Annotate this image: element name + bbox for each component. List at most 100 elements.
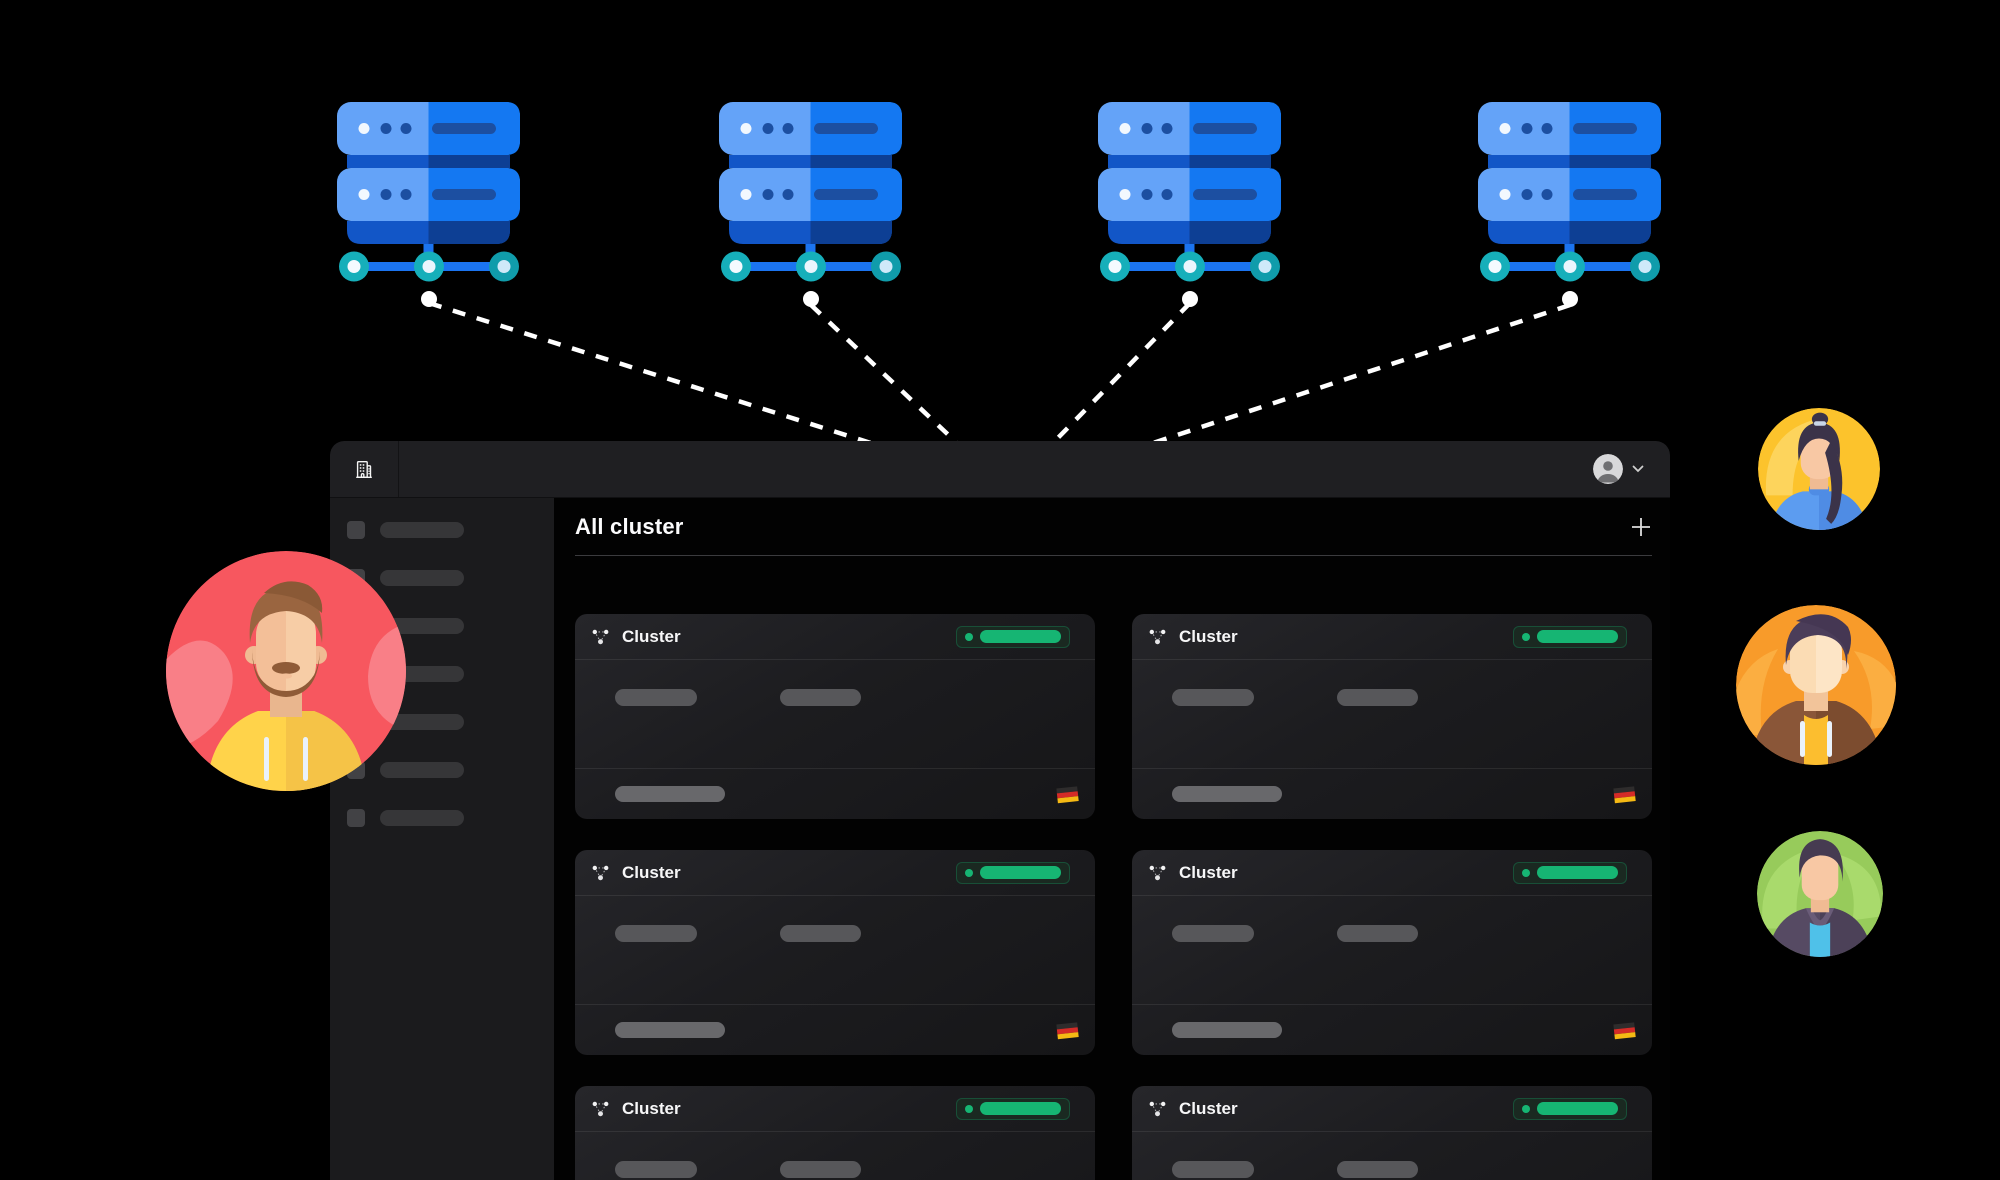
skeleton-line — [780, 1161, 861, 1178]
cluster-card-header: Cluster — [1132, 614, 1652, 660]
cluster-card-body — [1132, 896, 1652, 1004]
sidebar — [330, 498, 554, 1180]
status-dot — [1522, 1104, 1530, 1113]
cluster-card-body — [575, 1132, 1095, 1180]
status-badge — [956, 1097, 1070, 1120]
cluster-card[interactable]: Cluster — [1132, 1086, 1652, 1180]
sidebar-item-label-placeholder — [380, 762, 464, 778]
skeleton-line — [615, 689, 697, 706]
cluster-card[interactable]: Cluster — [575, 850, 1095, 1055]
server-rack-illustration — [1098, 102, 1281, 307]
skeleton-line — [615, 786, 725, 802]
user-menu-button[interactable] — [1593, 454, 1644, 484]
cluster-card-body — [1132, 1132, 1652, 1180]
status-dot — [965, 1104, 973, 1113]
cluster-card-title: Cluster — [622, 626, 681, 646]
person-avatar-icon — [1593, 454, 1623, 484]
skeleton-line — [1172, 689, 1254, 706]
status-badge — [956, 861, 1070, 884]
add-cluster-button[interactable] — [1630, 516, 1652, 538]
cluster-card-body — [575, 660, 1095, 768]
skeleton-line — [615, 925, 697, 942]
sidebar-item-label-placeholder — [380, 522, 464, 538]
sidebar-item-skeleton[interactable] — [347, 809, 554, 827]
cluster-icon — [1149, 629, 1166, 645]
server-rack-illustration — [337, 102, 520, 307]
server-rack-illustration — [1478, 102, 1661, 307]
cluster-card-title: Cluster — [622, 862, 681, 882]
sidebar-item-icon-placeholder — [347, 521, 365, 539]
skeleton-line — [1172, 1161, 1254, 1178]
cluster-card-header: Cluster — [575, 1086, 1095, 1132]
cluster-icon — [592, 865, 609, 881]
dashboard-window: All cluster Cluster — [330, 441, 1670, 1180]
cluster-card-header: Cluster — [1132, 850, 1652, 896]
page-header: All cluster — [575, 498, 1652, 556]
cluster-card-footer — [1132, 768, 1652, 819]
germany-flag-icon — [1056, 785, 1079, 803]
cluster-icon — [592, 629, 609, 645]
cluster-card-footer — [575, 768, 1095, 819]
cluster-card[interactable]: Cluster — [1132, 614, 1652, 819]
status-badge — [1513, 861, 1627, 884]
cluster-card-title: Cluster — [1179, 1098, 1238, 1118]
cluster-card-header: Cluster — [575, 850, 1095, 896]
user-avatar-illustration — [1758, 408, 1880, 530]
user-avatar-illustration — [1757, 831, 1883, 957]
building-icon — [356, 460, 372, 478]
page-title: All cluster — [575, 513, 684, 539]
cluster-card-title: Cluster — [622, 1098, 681, 1118]
cluster-card-body — [575, 896, 1095, 1004]
skeleton-line — [1337, 689, 1418, 706]
dashboard-topbar — [330, 441, 1670, 498]
cluster-card-title: Cluster — [1179, 862, 1238, 882]
status-value-skeleton — [980, 866, 1061, 879]
status-dot — [1522, 868, 1530, 877]
skeleton-line — [1172, 1022, 1282, 1038]
cluster-card[interactable]: Cluster — [575, 614, 1095, 819]
sidebar-item-label-placeholder — [380, 810, 464, 826]
org-logo-button[interactable] — [330, 441, 399, 497]
status-badge — [1513, 625, 1627, 648]
window-body: All cluster Cluster — [330, 498, 1670, 1180]
server-rack-illustration — [719, 102, 902, 307]
sidebar-item-skeleton[interactable] — [347, 521, 554, 539]
skeleton-line — [1172, 786, 1282, 802]
sidebar-item-label-placeholder — [380, 618, 464, 634]
status-dot — [965, 632, 973, 641]
germany-flag-icon — [1613, 1021, 1636, 1039]
cluster-icon — [1149, 1101, 1166, 1117]
cluster-card-header: Cluster — [1132, 1086, 1652, 1132]
skeleton-line — [1337, 1161, 1418, 1178]
status-value-skeleton — [980, 1102, 1061, 1115]
skeleton-line — [1172, 925, 1254, 942]
cluster-card[interactable]: Cluster — [1132, 850, 1652, 1055]
cluster-grid: Cluster — [575, 614, 1652, 1180]
status-dot — [1522, 632, 1530, 641]
developer-avatar-illustration — [166, 551, 406, 791]
user-avatar-illustration — [1736, 605, 1896, 765]
chevron-down-icon — [1632, 465, 1644, 473]
skeleton-line — [780, 689, 861, 706]
status-value-skeleton — [1537, 630, 1618, 643]
cluster-icon — [592, 1101, 609, 1117]
cluster-card[interactable]: Cluster — [575, 1086, 1095, 1180]
sidebar-item-label-placeholder — [380, 570, 464, 586]
status-dot — [965, 868, 973, 877]
status-badge — [956, 625, 1070, 648]
skeleton-line — [615, 1022, 725, 1038]
cluster-icon — [1149, 865, 1166, 881]
status-value-skeleton — [1537, 1102, 1618, 1115]
germany-flag-icon — [1056, 1021, 1079, 1039]
skeleton-line — [780, 925, 861, 942]
sidebar-item-icon-placeholder — [347, 809, 365, 827]
status-badge — [1513, 1097, 1627, 1120]
cluster-card-title: Cluster — [1179, 626, 1238, 646]
germany-flag-icon — [1613, 785, 1636, 803]
cluster-card-header: Cluster — [575, 614, 1095, 660]
sidebar-item-label-placeholder — [380, 714, 464, 730]
status-value-skeleton — [1537, 866, 1618, 879]
plus-icon — [1632, 517, 1650, 536]
